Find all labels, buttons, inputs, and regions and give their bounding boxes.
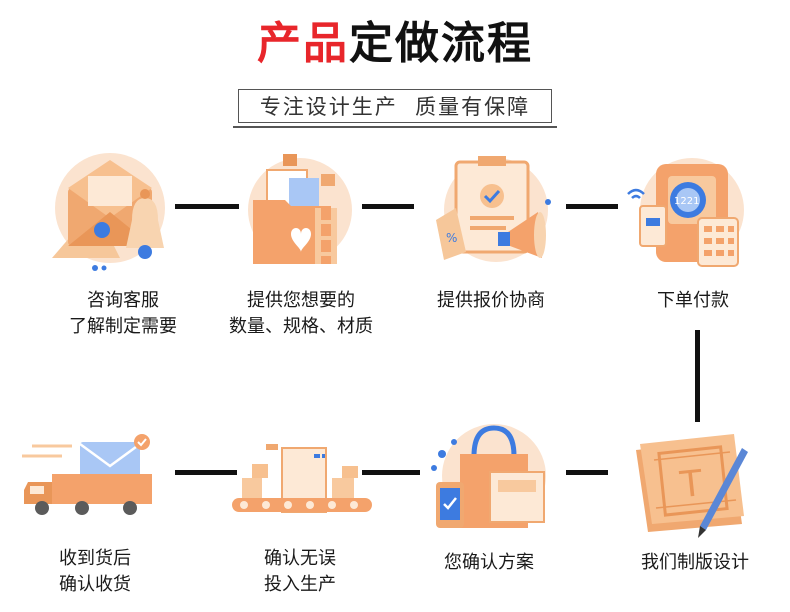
step-confirm-plan-line1: 您确认方案 bbox=[444, 552, 534, 573]
shopping-bag-phone-icon bbox=[431, 424, 546, 528]
folder-documents-icon bbox=[248, 154, 352, 264]
step-consult-label: 咨询客服 了解制定需要 bbox=[28, 288, 218, 340]
step-receive-line2: 确认收货 bbox=[59, 574, 131, 595]
connector-2-3 bbox=[362, 204, 414, 209]
svg-text:%: % bbox=[446, 231, 457, 245]
step-production-label: 确认无误 投入生产 bbox=[205, 546, 395, 598]
step-production-line2: 投入生产 bbox=[264, 574, 336, 595]
step-quote-label: 提供报价协商 bbox=[396, 288, 586, 314]
page-title: 产品定做流程 bbox=[0, 14, 790, 74]
subtitle: 专注设计生产 质量有保障 bbox=[259, 95, 531, 119]
step-confirm-plan-label: 您确认方案 bbox=[394, 550, 584, 576]
subtitle-box: 专注设计生产 质量有保障 bbox=[233, 89, 557, 128]
connector-1-2 bbox=[175, 204, 239, 209]
connector-6-7 bbox=[362, 470, 420, 475]
step-quote-line1: 提供报价协商 bbox=[437, 290, 545, 311]
connector-4-5 bbox=[695, 330, 700, 422]
title-accent: 产品 bbox=[257, 18, 349, 69]
step-receive-label: 收到货后 确认收货 bbox=[0, 546, 190, 598]
payment-terminal-icon: 1221 bbox=[627, 158, 744, 267]
step-consult-line1: 咨询客服 bbox=[87, 290, 159, 311]
step-payment-line1: 下单付款 bbox=[657, 290, 729, 311]
step-production-line1: 确认无误 bbox=[264, 548, 336, 569]
title-rest: 定做流程 bbox=[349, 18, 533, 69]
step-design-label: 我们制版设计 bbox=[600, 550, 790, 576]
step-design-line1: 我们制版设计 bbox=[641, 552, 749, 573]
svg-text:T: T bbox=[677, 463, 705, 506]
connector-3-4 bbox=[566, 204, 618, 209]
step-requirements-line2: 数量、规格、材质 bbox=[229, 316, 373, 337]
step-requirements-line1: 提供您想要的 bbox=[247, 290, 355, 311]
delivery-truck-icon bbox=[22, 434, 152, 515]
svg-text:1221: 1221 bbox=[674, 196, 699, 207]
conveyor-machine-icon bbox=[232, 444, 372, 513]
envelope-bell-icon bbox=[52, 153, 165, 271]
step-consult-line2: 了解制定需要 bbox=[69, 316, 177, 337]
step-requirements-label: 提供您想要的 数量、规格、材质 bbox=[206, 288, 396, 340]
blueprint-pen-icon: T bbox=[636, 434, 748, 538]
step-payment-label: 下单付款 bbox=[598, 288, 788, 314]
connector-5-6 bbox=[566, 470, 608, 475]
connector-7-8 bbox=[175, 470, 237, 475]
clipboard-megaphone-icon: % bbox=[436, 156, 551, 262]
step-receive-line1: 收到货后 bbox=[59, 548, 131, 569]
